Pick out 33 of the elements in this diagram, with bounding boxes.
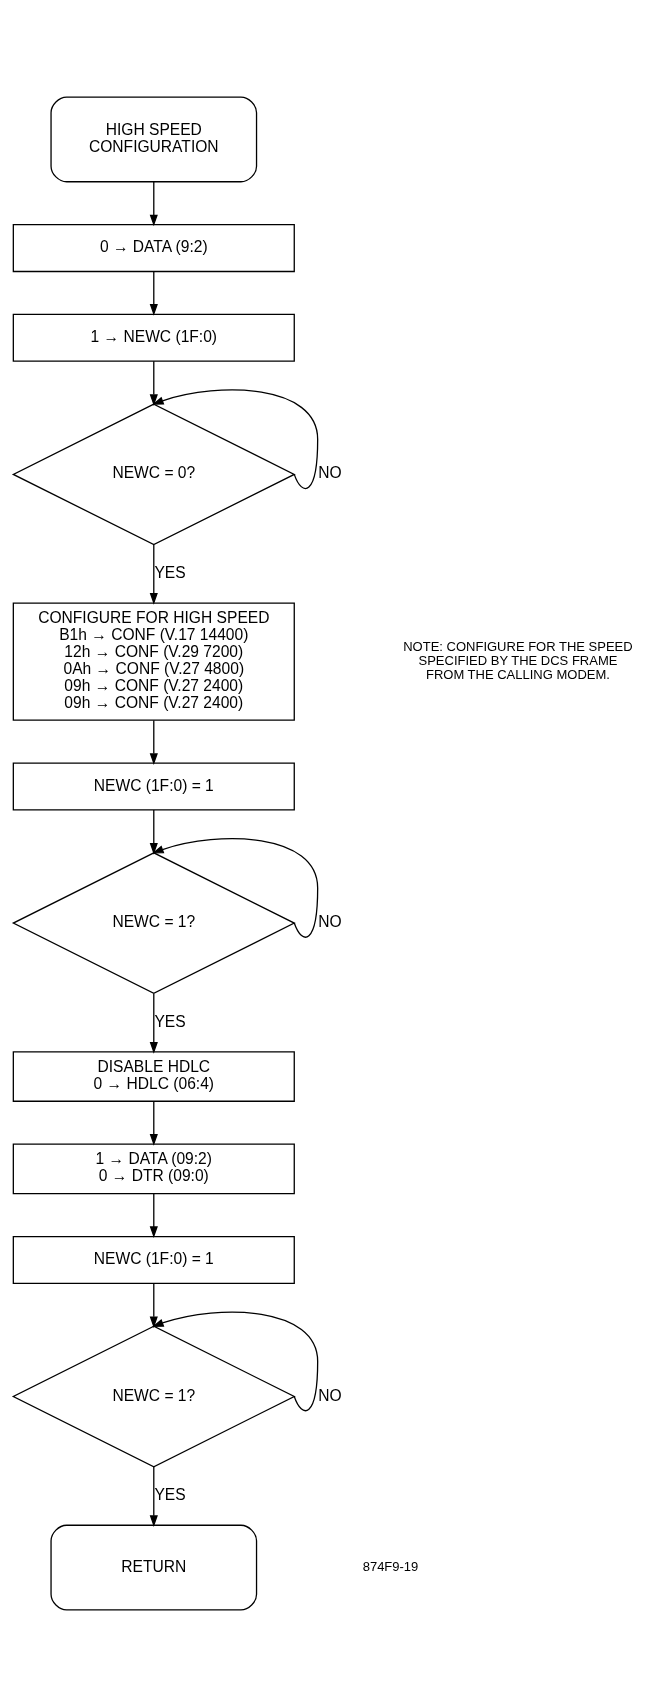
arrow — [151, 1311, 319, 1411]
arrow — [149, 1192, 158, 1238]
arrow — [149, 270, 158, 316]
node-diamond: NEWC = 1? — [11, 851, 296, 994]
arrow — [149, 180, 158, 226]
edge-label: NO — [318, 912, 342, 930]
edge-label: NO — [318, 1386, 342, 1404]
node-box: 1 → DATA (09:2) 0 → DTR (09:0) — [12, 1143, 295, 1194]
edge-label: NO — [318, 463, 342, 481]
label: 874F9-19 — [362, 1558, 419, 1574]
edge-label: YES — [154, 1485, 186, 1503]
node-diamond: NEWC = 1? — [11, 1325, 296, 1467]
arrow — [149, 992, 158, 1054]
node-box: NEWC (1F:0) = 1 — [12, 1235, 295, 1284]
arrow — [151, 388, 319, 489]
arrow — [149, 360, 158, 406]
node-box: 0 → DATA (9:2) — [12, 223, 295, 272]
arrow — [149, 719, 158, 765]
edge-label: YES — [154, 563, 186, 581]
node-box: 1 → NEWC (1F:0) — [12, 313, 295, 362]
node-box: NEWC (1F:0) = 1 — [12, 761, 295, 811]
edge-label: YES — [154, 1012, 186, 1030]
arrow — [149, 1282, 158, 1328]
arrow — [149, 543, 158, 605]
node-box: CONFIGURE FOR HIGH SPEED B1h → CONF (V.17 14400) 12h → CONF (V.29 7200) 0Ah → CONF (V.27 4800) 09h → CONF (V.27 2400) 09h → CONF (V.27 2400) — [12, 602, 295, 721]
node-box: RETURN — [50, 1524, 258, 1610]
node-diamond: NEWC = 0? — [11, 402, 296, 545]
arrow — [149, 1100, 158, 1146]
arrow — [149, 1465, 158, 1527]
label: NOTE: CONFIGURE FOR THE SPEED SPECIFIED BY THE DCS FRAME FROM THE CALLING MODEM. — [403, 638, 633, 682]
arrow — [149, 808, 158, 855]
node-box: DISABLE HDLC 0 → HDLC (06:4) — [12, 1050, 295, 1102]
node-box: HIGH SPEED CONFIGURATION — [50, 96, 258, 182]
